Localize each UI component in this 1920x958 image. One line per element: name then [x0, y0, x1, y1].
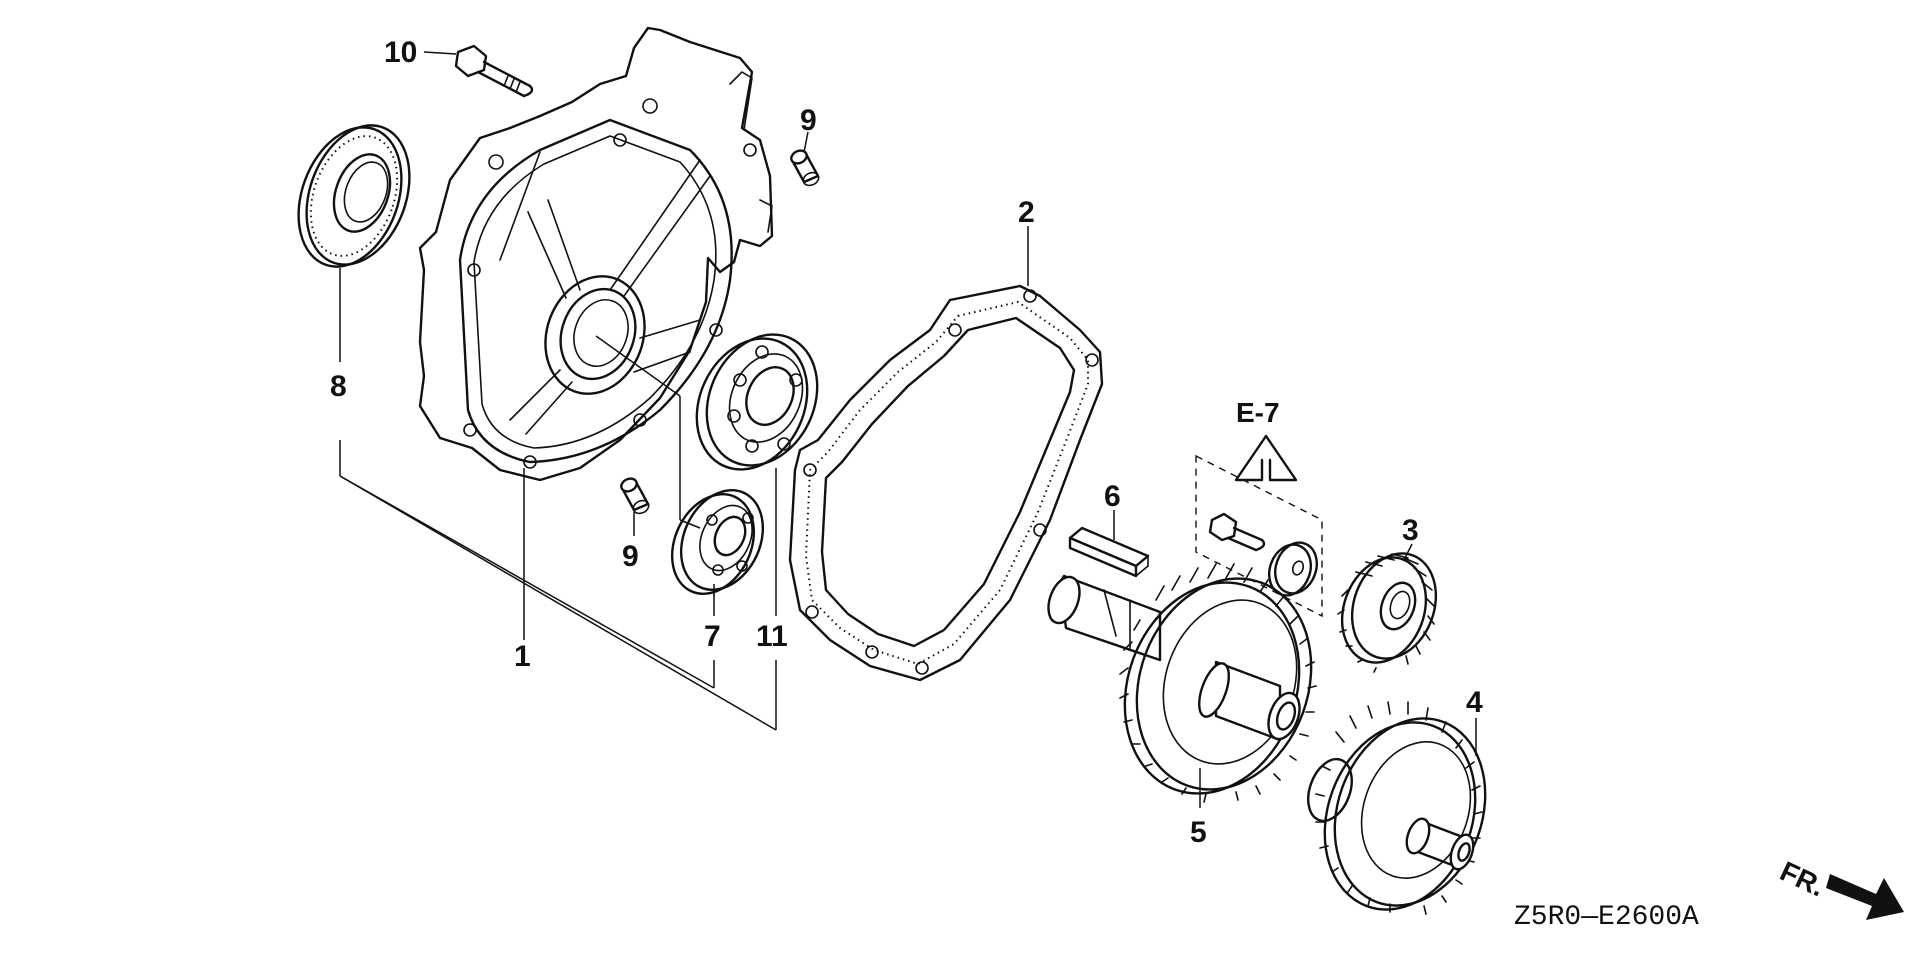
double-gear-part-4	[1307, 701, 1487, 915]
callout-5: 5	[1190, 816, 1207, 849]
bearing-part-7	[670, 489, 765, 595]
callout-2: 2	[1018, 196, 1035, 229]
bolt-part-10	[454, 44, 534, 98]
callout-7: 7	[704, 620, 721, 653]
callout-11: 11	[756, 620, 788, 653]
gasket-part-2	[788, 284, 1104, 682]
front-arrow-icon	[1826, 874, 1904, 920]
callout-10: 10	[384, 36, 417, 69]
dowel-pin-part-9-lower	[620, 477, 650, 515]
callout-1: 1	[514, 640, 531, 673]
front-label: FR.	[1775, 855, 1829, 902]
diagram-code: Z5R0—E2600A	[1514, 902, 1699, 933]
dowel-pin-part-9-upper	[790, 149, 820, 187]
cover-part-1	[418, 26, 774, 482]
callout-9-upper: 9	[800, 104, 817, 137]
callout-8: 8	[330, 370, 347, 403]
oil-seal-part-8	[297, 124, 411, 268]
bearing-part-11	[695, 333, 819, 471]
callout-9-lower: 9	[622, 540, 639, 573]
key-part-6	[1068, 526, 1150, 578]
leader-lines	[339, 51, 1477, 808]
small-gear-part-3	[1337, 552, 1438, 673]
callout-4: 4	[1466, 686, 1483, 719]
reference-box-e7	[1195, 434, 1323, 618]
reference-label: E-7	[1236, 397, 1280, 428]
shaft-gear-part-5	[1047, 563, 1317, 803]
callout-6: 6	[1104, 480, 1121, 513]
callout-3: 3	[1402, 514, 1419, 547]
